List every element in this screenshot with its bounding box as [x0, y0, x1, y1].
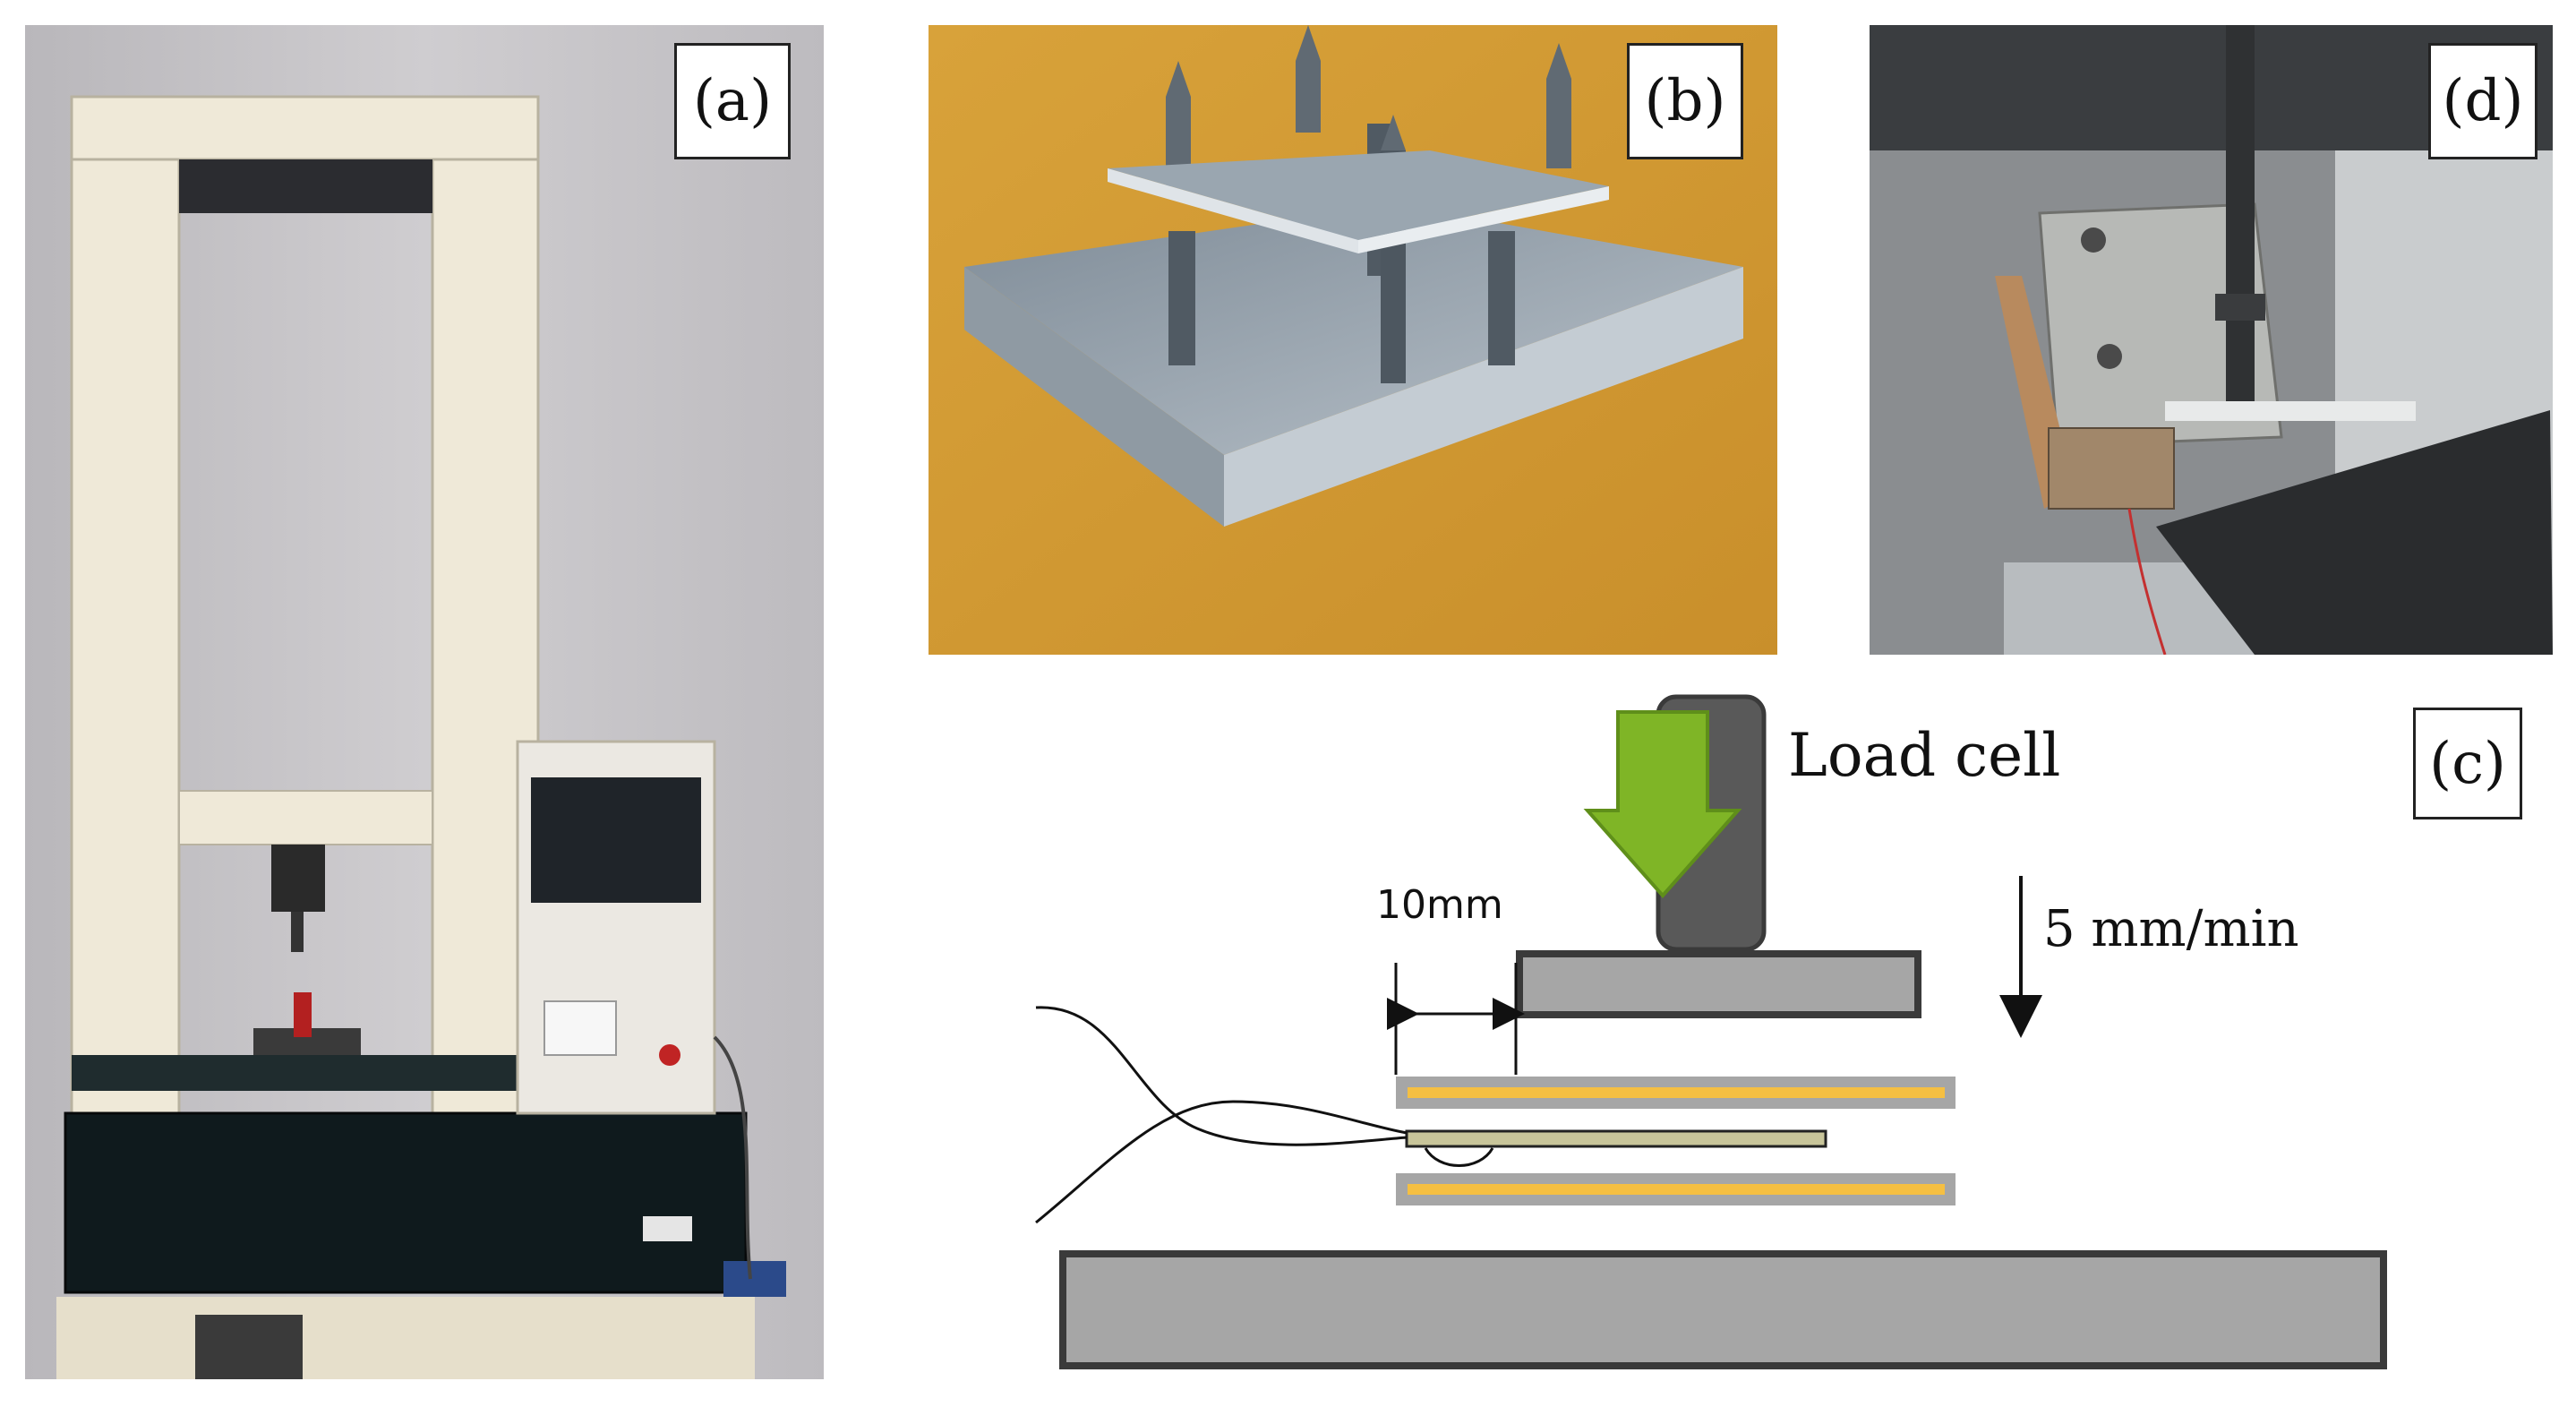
- lead-wire-lower: [1035, 1100, 1408, 1224]
- speed-label: 5 mm/min: [2043, 900, 2299, 958]
- panel-b-fixture-photo: (b): [929, 25, 1777, 655]
- top-loading-plate: [1516, 950, 1921, 1018]
- load-cell-label: Load cell: [1788, 721, 2061, 790]
- panel-label-b: (b): [1627, 43, 1743, 159]
- compression-test-schematic: [1035, 694, 2387, 1369]
- upper-specimen-strip: [1408, 1087, 1945, 1098]
- lead-wire-upper: [1035, 1006, 1408, 1146]
- panel-a-testing-machine-photo: (a): [25, 25, 824, 1379]
- bottom-base-plate: [1059, 1250, 2387, 1369]
- panel-label-a: (a): [674, 43, 791, 159]
- dimension-label: 10mm: [1376, 882, 1503, 928]
- panel-label-d: (d): [2428, 43, 2537, 159]
- panel-d-closeup-photo: (d): [1870, 25, 2553, 655]
- solder-bump: [1424, 1147, 1494, 1167]
- lower-specimen-strip: [1408, 1184, 1945, 1195]
- panel-label-c: (c): [2413, 708, 2522, 819]
- panel-c-schematic: Load cell 5 mm/min 10mm (c): [929, 681, 2576, 1407]
- load-direction-arrow: [1583, 710, 1742, 899]
- testing-machine-illustration: [25, 25, 824, 1379]
- sensor-film: [1405, 1129, 1827, 1148]
- closeup-illustration: [1870, 25, 2553, 655]
- fixture-plates-illustration: [929, 25, 1777, 655]
